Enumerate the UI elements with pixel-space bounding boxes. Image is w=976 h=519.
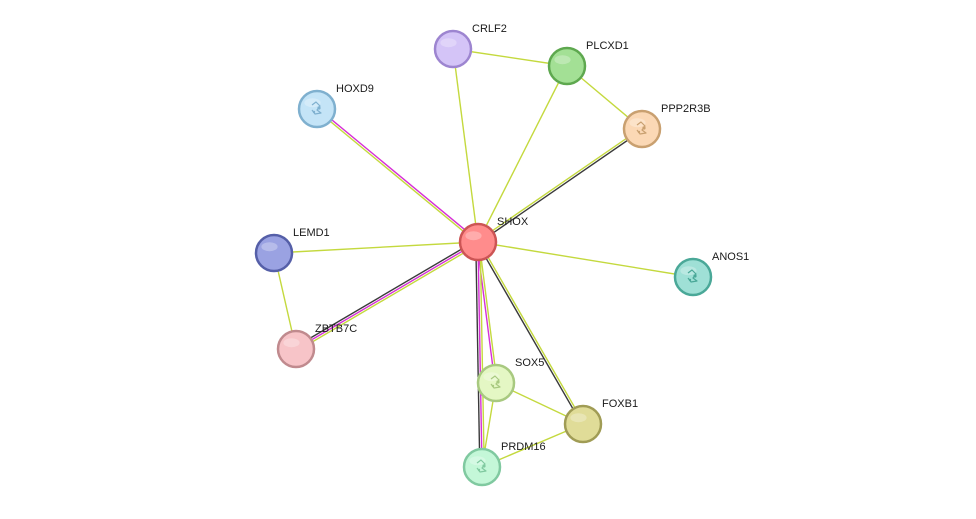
node-shox[interactable]: SHOX xyxy=(458,216,529,262)
node-label: PPP2R3B xyxy=(661,103,711,115)
node-gloss xyxy=(570,413,587,423)
edge-line-coexpression xyxy=(475,242,481,468)
node-label: SHOX xyxy=(497,216,529,228)
edge-shox-plcxd1[interactable] xyxy=(477,65,568,243)
edge-line-textmining xyxy=(478,241,498,383)
node-ppp2r3b[interactable]: PPP2R3B xyxy=(622,103,711,149)
node-zbtb7c[interactable]: ZBTB7C xyxy=(276,323,357,369)
node-circle[interactable] xyxy=(254,233,294,273)
edge-line-coexpression xyxy=(476,242,583,425)
node-label: LEMD1 xyxy=(293,227,330,239)
edge-shox-sox5[interactable] xyxy=(476,241,498,384)
edge-line-experiments xyxy=(317,107,480,242)
node-circle[interactable] xyxy=(458,222,498,262)
edge-line-textmining xyxy=(273,241,479,254)
node-gloss xyxy=(554,55,571,65)
edge-line-textmining xyxy=(452,48,479,243)
node-sox5[interactable]: SOX5 xyxy=(476,357,544,403)
node-crlf2[interactable]: CRLF2 xyxy=(433,23,507,69)
edge-shox-ppp2r3b[interactable] xyxy=(476,127,644,244)
edge-line-textmining xyxy=(479,241,485,467)
node-label: SOX5 xyxy=(515,357,544,369)
node-gloss xyxy=(261,242,278,252)
node-circle[interactable] xyxy=(622,109,662,149)
protein-structure-icon xyxy=(476,459,487,473)
edge-shox-prdm16[interactable] xyxy=(475,241,485,468)
node-label: PLCXD1 xyxy=(586,40,629,52)
edge-line-experiments xyxy=(295,241,479,350)
node-gloss xyxy=(629,118,646,128)
node-foxb1[interactable]: FOXB1 xyxy=(563,398,638,444)
node-gloss xyxy=(440,38,457,48)
edge-shox-lemd1[interactable] xyxy=(273,241,479,254)
node-label: PRDM16 xyxy=(501,441,546,453)
protein-structure-icon xyxy=(687,269,698,283)
edge-line-textmining xyxy=(477,241,694,278)
edge-line-coexpression xyxy=(478,129,644,244)
node-gloss xyxy=(283,338,300,348)
edge-shox-anos1[interactable] xyxy=(477,241,694,278)
edge-line-experiments xyxy=(477,241,483,468)
edge-line-textmining xyxy=(476,127,642,242)
protein-structure-icon xyxy=(490,375,501,389)
node-gloss xyxy=(469,456,486,466)
node-label: FOXB1 xyxy=(602,398,638,410)
edge-shox-foxb1[interactable] xyxy=(476,241,585,425)
protein-structure-icon xyxy=(311,101,322,115)
node-gloss xyxy=(483,372,500,382)
node-circle[interactable] xyxy=(673,257,713,297)
edge-line-textmining xyxy=(478,241,585,424)
node-label: ZBTB7C xyxy=(315,323,357,335)
node-gloss xyxy=(680,266,697,276)
protein-structure-icon xyxy=(636,121,647,135)
edge-shox-hoxd9[interactable] xyxy=(315,107,480,244)
node-circle[interactable] xyxy=(433,29,473,69)
node-label: CRLF2 xyxy=(472,23,507,35)
node-hoxd9[interactable]: HOXD9 xyxy=(297,83,374,129)
node-circle[interactable] xyxy=(547,46,587,86)
node-plcxd1[interactable]: PLCXD1 xyxy=(547,40,629,86)
edge-shox-crlf2[interactable] xyxy=(452,48,479,243)
node-gloss xyxy=(304,98,321,108)
node-label: ANOS1 xyxy=(712,251,749,263)
edge-line-textmining xyxy=(296,243,480,352)
node-circle[interactable] xyxy=(563,404,603,444)
edge-line-textmining xyxy=(315,109,478,244)
node-circle[interactable] xyxy=(276,329,316,369)
edge-shox-zbtb7c[interactable] xyxy=(294,239,480,352)
node-label: HOXD9 xyxy=(336,83,374,95)
edge-line-textmining xyxy=(477,65,568,243)
edge-line-coexpression xyxy=(294,239,478,348)
node-gloss xyxy=(465,231,482,241)
node-lemd1[interactable]: LEMD1 xyxy=(254,227,330,273)
node-anos1[interactable]: ANOS1 xyxy=(673,251,749,297)
node-prdm16[interactable]: PRDM16 xyxy=(462,441,546,487)
edge-line-experiments xyxy=(476,242,496,384)
